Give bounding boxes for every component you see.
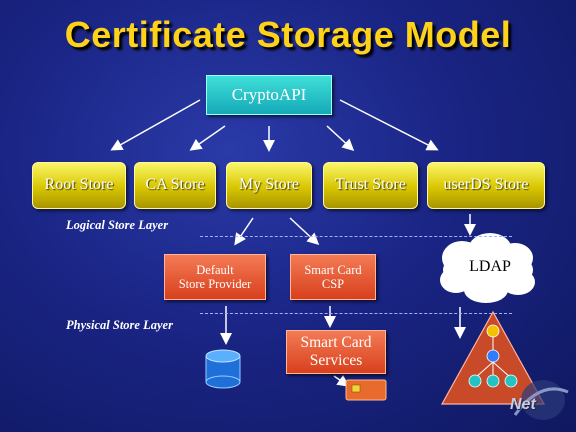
smart-card-icon [345, 379, 387, 401]
cryptoapi-box: CryptoAPI [206, 75, 332, 115]
arrow-my-default [234, 217, 254, 246]
arrow-crypto-root [110, 99, 201, 151]
default-provider-line1: Default [196, 262, 234, 277]
default-provider-line2: Store Provider [178, 277, 252, 291]
directory-tree-icon [440, 310, 546, 405]
arrow-crypto-userds [339, 99, 439, 151]
arrow-crypto-ca [189, 125, 226, 151]
technet-logo-text: Net [510, 396, 536, 413]
logical-layer-divider [200, 236, 512, 237]
arrow-my-smartcard [289, 217, 320, 246]
smart-card-services-box: Smart Card Services [286, 330, 386, 374]
logical-store-layer-label: Logical Store Layer [66, 218, 169, 232]
ca-store-box: CA Store [134, 162, 216, 209]
smart-card-csp-line2: CSP [321, 277, 345, 291]
smart-card-services-line1: Smart Card [300, 334, 372, 352]
database-icon [205, 349, 241, 389]
smart-card-services-line2: Services [309, 352, 363, 369]
smart-card-csp-line1: Smart Card [304, 262, 362, 277]
arrow-crypto-trust [326, 125, 355, 152]
default-store-provider-box: Default Store Provider [164, 254, 266, 300]
ldap-label: LDAP [469, 258, 511, 275]
trust-store-box: Trust Store [323, 162, 418, 209]
slide-title: Certificate Storage Model [64, 14, 512, 55]
my-store-box: My Store [226, 162, 312, 209]
technet-logo-icon [513, 380, 569, 420]
userds-store-box: userDS Store [427, 162, 545, 209]
arrow-services-card [333, 374, 350, 387]
root-store-box: Root Store [32, 162, 126, 209]
physical-store-layer-label: Physical Store Layer [66, 318, 173, 332]
ldap-cloud-icon [440, 233, 535, 303]
smart-card-csp-box: Smart Card CSP [290, 254, 376, 300]
physical-layer-divider [200, 313, 512, 314]
